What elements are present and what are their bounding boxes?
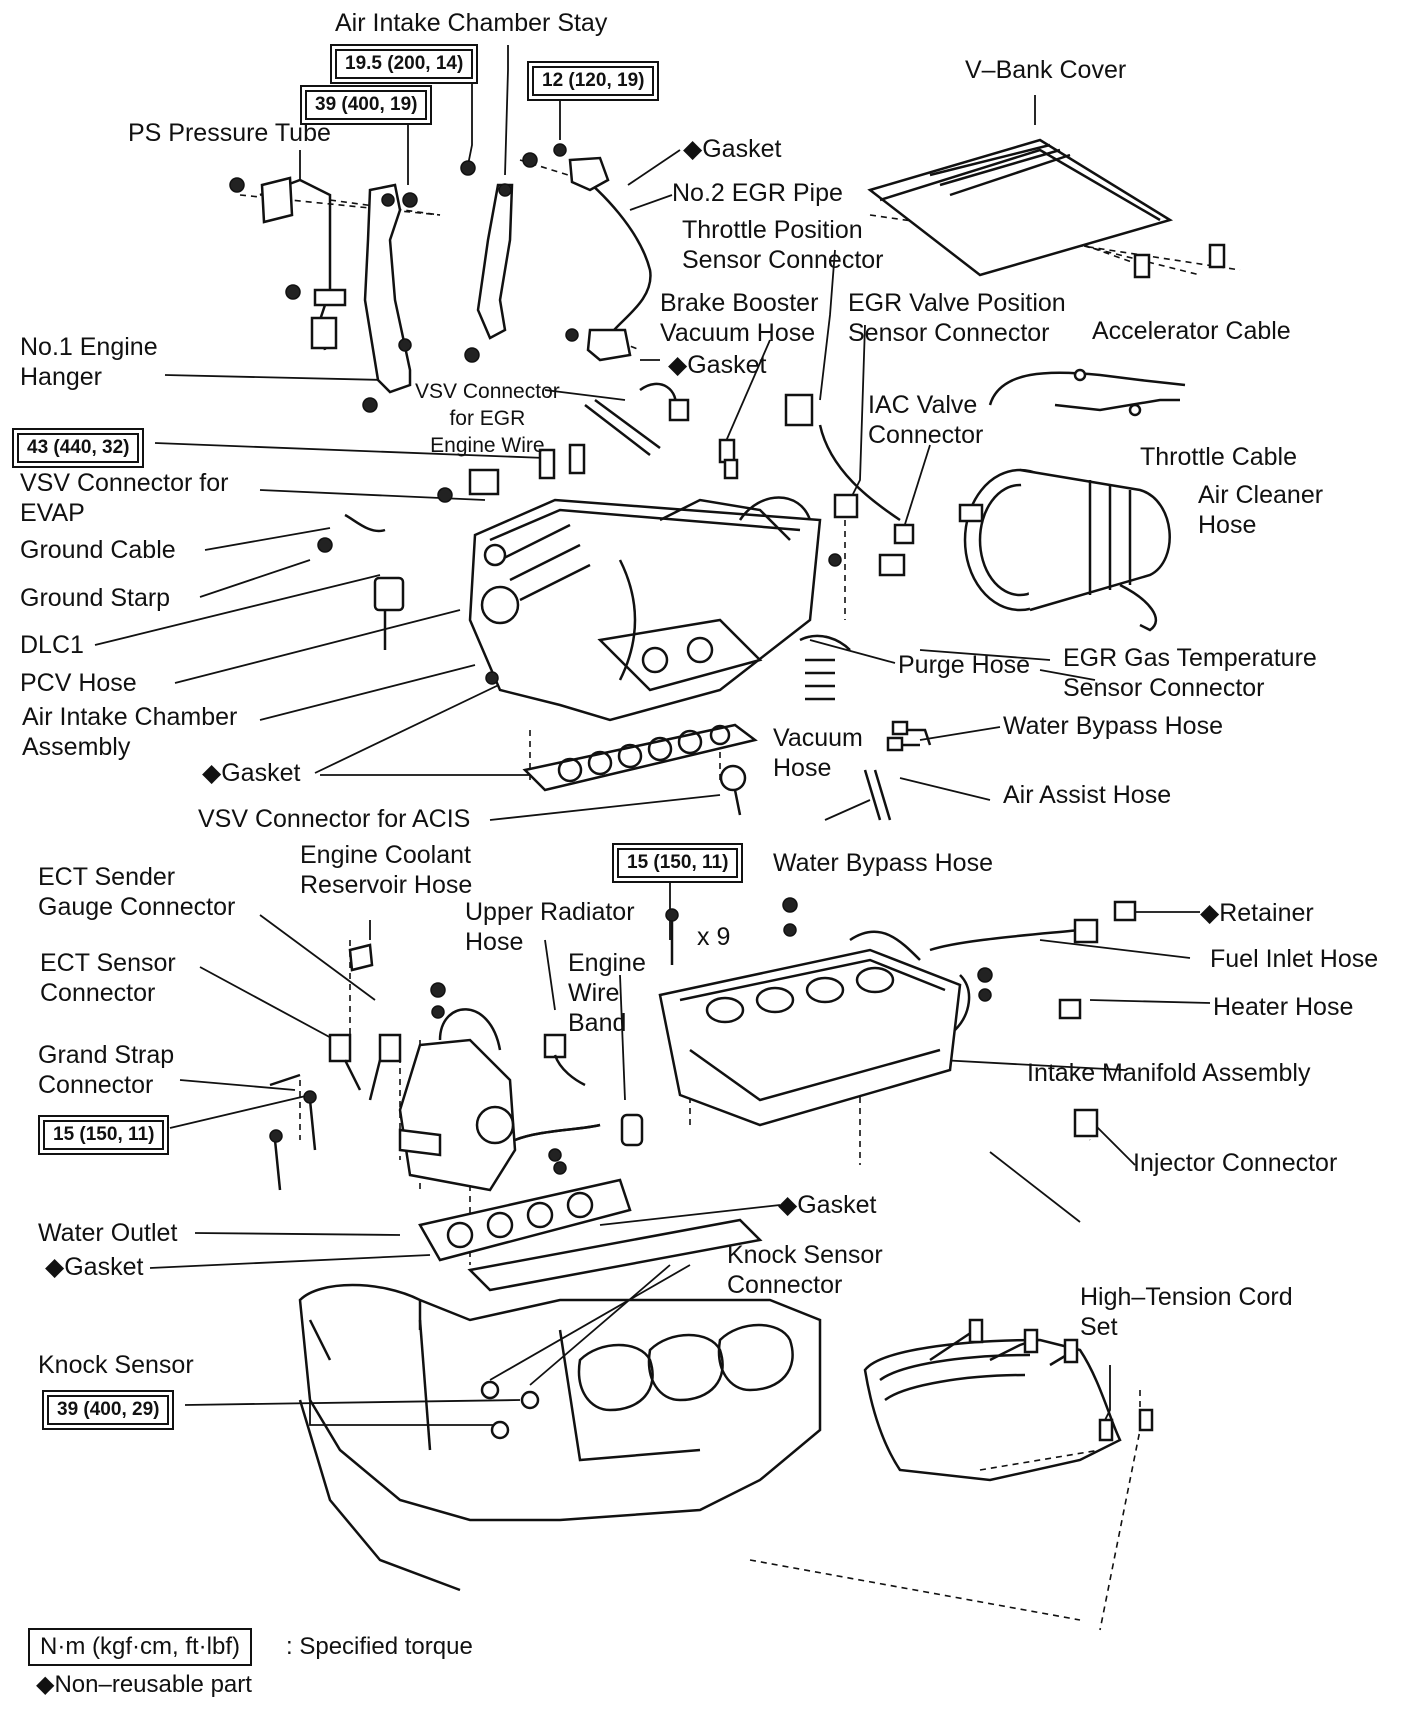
label-air-intake-chamber-assembly: Air Intake Chamber Assembly — [22, 703, 238, 761]
label-vsv-connector-evap: VSV Connector for EVAP — [20, 469, 229, 527]
label-heater-hose: Heater Hose — [1213, 993, 1354, 1021]
label-fuel-inlet-hose: Fuel Inlet Hose — [1210, 945, 1379, 973]
high-tension-cord-part — [863, 1318, 1154, 1482]
label-gasket-egr: ◆Gasket — [668, 351, 767, 379]
label-water-bypass-hose-lower: Water Bypass Hose — [773, 849, 993, 877]
label-ect-sensor-connector: ECT Sensor Connector — [40, 949, 176, 1007]
label-iac-valve-connector: IAC Valve Connector — [868, 391, 984, 449]
v-bank-cover-part — [867, 138, 1226, 279]
vsv-acis-part — [719, 764, 747, 816]
small-connectors — [317, 382, 915, 685]
label-egr-valve-position-sensor-connector: EGR Valve Position Sensor Connector — [848, 289, 1066, 347]
label-ground-starp: Ground Starp — [20, 584, 171, 612]
label-injector-connector: Injector Connector — [1133, 1149, 1338, 1177]
chamber-stay-part — [460, 160, 514, 363]
label-air-cleaner-hose: Air Cleaner Hose — [1198, 481, 1324, 539]
label-knock-sensor-connector: Knock Sensor Connector — [727, 1241, 883, 1299]
torque-39-knock-text: 39 (400, 29) — [47, 1395, 170, 1425]
torque-12-text: 12 (120, 19) — [532, 66, 655, 96]
air-intake-chamber-part — [468, 496, 822, 722]
leader-lines — [94, 45, 1211, 1431]
label-high-tension-cord-set: High–Tension Cord Set — [1080, 1283, 1293, 1341]
label-ground-cable: Ground Cable — [20, 536, 176, 564]
torque-43: 43 (440, 32) — [12, 428, 145, 468]
legend-torque-desc: : Specified torque — [286, 1633, 473, 1660]
label-vsv-connector-acis: VSV Connector for ACIS — [198, 805, 471, 833]
egr-pipe-part — [522, 143, 652, 362]
hoses-part — [799, 634, 932, 821]
label-engine-coolant-reservoir-hose: Engine Coolant Reservoir Hose — [300, 841, 473, 899]
label-purge-hose: Purge Hose — [898, 651, 1031, 679]
intake-manifold-part — [658, 897, 1099, 1127]
label-ect-sender-gauge-connector: ECT Sender Gauge Connector — [38, 863, 236, 921]
torque-19-5-text: 19.5 (200, 14) — [335, 49, 474, 79]
torque-19-5: 19.5 (200, 14) — [330, 44, 479, 84]
torque-15-left-text: 15 (150, 11) — [43, 1120, 165, 1150]
label-throttle-cable: Throttle Cable — [1140, 443, 1298, 471]
water-outlet-part — [269, 943, 644, 1192]
label-no1-engine-hanger: No.1 Engine Hanger — [20, 333, 158, 391]
label-no2-egr-pipe: No.2 EGR Pipe — [672, 179, 843, 207]
label-air-intake-chamber-stay: Air Intake Chamber Stay — [335, 9, 608, 37]
chamber-gasket-part — [522, 723, 758, 792]
torque-43-text: 43 (440, 32) — [17, 433, 140, 463]
label-gasket-top: ◆Gasket — [683, 135, 782, 163]
lower-gasket-part — [418, 1178, 763, 1292]
label-gasket-water-outlet: ◆Gasket — [45, 1253, 144, 1281]
label-vsv-connector-egr: VSV Connector for EGR Engine Wire — [415, 380, 560, 457]
label-air-assist-hose: Air Assist Hose — [1003, 781, 1172, 809]
torque-15-left: 15 (150, 11) — [38, 1115, 170, 1155]
air-cleaner-hose-part — [958, 468, 1171, 632]
label-x9: x 9 — [697, 923, 731, 951]
engine-hanger-part — [362, 183, 418, 413]
label-gasket-manifold: ◆Gasket — [778, 1191, 877, 1219]
label-intake-manifold-assembly: Intake Manifold Assembly — [1027, 1059, 1311, 1087]
label-upper-radiator-hose: Upper Radiator Hose — [465, 898, 635, 956]
label-water-outlet: Water Outlet — [38, 1219, 178, 1247]
legend-non-reusable: ◆Non–reusable part — [36, 1671, 252, 1698]
label-dlc1: DLC1 — [20, 631, 84, 659]
label-engine-wire-band: Engine Wire Band — [568, 949, 646, 1037]
label-retainer: ◆Retainer — [1200, 899, 1314, 927]
label-grand-strap-connector: Grand Strap Connector — [38, 1041, 175, 1099]
legend-torque-units: N·m (kgf·cm, ft·lbf) — [28, 1628, 252, 1666]
label-v-bank-cover: V–Bank Cover — [965, 56, 1127, 84]
torque-39-top-text: 39 (400, 19) — [305, 90, 428, 120]
label-brake-booster-vacuum-hose: Brake Booster Vacuum Hose — [660, 289, 819, 347]
label-water-bypass-hose-upper: Water Bypass Hose — [1003, 712, 1223, 740]
label-throttle-position-sensor-connector: Throttle Position Sensor Connector — [682, 216, 884, 274]
label-pcv-hose: PCV Hose — [20, 669, 137, 697]
cables-part — [988, 368, 1186, 417]
torque-15-top-text: 15 (150, 11) — [617, 848, 739, 878]
ps-pressure-tube-part — [229, 176, 347, 351]
torque-15-top: 15 (150, 11) — [612, 843, 744, 883]
right-connectors — [1058, 900, 1137, 1138]
label-vacuum-hose: Vacuum Hose — [773, 724, 863, 782]
torque-39-top: 39 (400, 19) — [300, 85, 433, 125]
torque-12: 12 (120, 19) — [527, 61, 660, 101]
engine-block-part — [298, 1283, 822, 1592]
label-knock-sensor: Knock Sensor — [38, 1351, 194, 1379]
label-accelerator-cable: Accelerator Cable — [1092, 317, 1291, 345]
label-gasket-chamber: ◆Gasket — [202, 759, 301, 787]
label-egr-gas-temp-sensor-connector: EGR Gas Temperature Sensor Connector — [1063, 644, 1317, 702]
torque-39-knock: 39 (400, 29) — [42, 1390, 175, 1430]
